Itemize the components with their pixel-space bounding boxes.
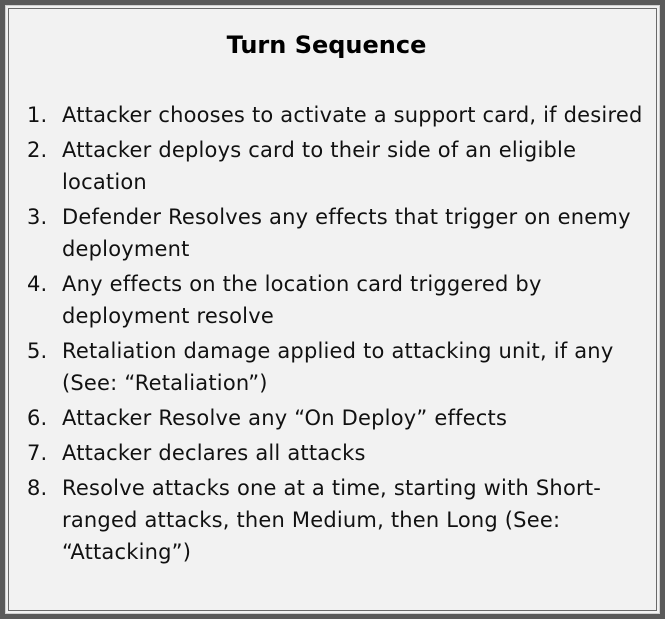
list-item: 2. Attacker deploys card to their side of… — [27, 134, 647, 198]
item-number: 4. — [27, 272, 48, 296]
item-text: Resolve attacks one at a time, starting … — [62, 476, 602, 564]
item-number: 6. — [27, 406, 48, 430]
list-item: 4. Any effects on the location card trigg… — [27, 268, 647, 332]
item-text: Retaliation damage applied to attacking … — [62, 339, 614, 395]
item-number: 2. — [27, 138, 48, 162]
list-item: 6. Attacker Resolve any “On Deploy” effec… — [27, 402, 647, 434]
list-item: 1. Attacker chooses to activate a support… — [27, 99, 647, 131]
panel-title: Turn Sequence — [226, 31, 427, 59]
item-text: Attacker deploys card to their side of a… — [62, 138, 577, 194]
item-text: Any effects on the location card trigger… — [62, 272, 542, 328]
list-item: 5. Retaliation damage applied to attackin… — [27, 335, 647, 399]
item-number: 8. — [27, 476, 48, 500]
item-text: Attacker chooses to activate a support c… — [62, 103, 643, 127]
turn-sequence-list: 1. Attacker chooses to activate a support… — [27, 99, 647, 571]
list-item: 7. Attacker declares all attacks — [27, 437, 647, 469]
item-text: Defender Resolves any effects that trigg… — [62, 205, 631, 261]
item-number: 5. — [27, 339, 48, 363]
item-text: Attacker declares all attacks — [62, 441, 366, 465]
turn-sequence-panel: Turn Sequence 1. Attacker chooses to acti… — [5, 5, 660, 614]
list-item: 3. Defender Resolves any effects that tri… — [27, 201, 647, 265]
panel-inner-border: Turn Sequence 1. Attacker chooses to acti… — [8, 8, 657, 611]
list-item: 8. Resolve attacks one at a time, startin… — [27, 472, 647, 568]
item-number: 7. — [27, 441, 48, 465]
item-number: 1. — [27, 103, 48, 127]
item-number: 3. — [27, 205, 48, 229]
item-text: Attacker Resolve any “On Deploy” effects — [62, 406, 508, 430]
